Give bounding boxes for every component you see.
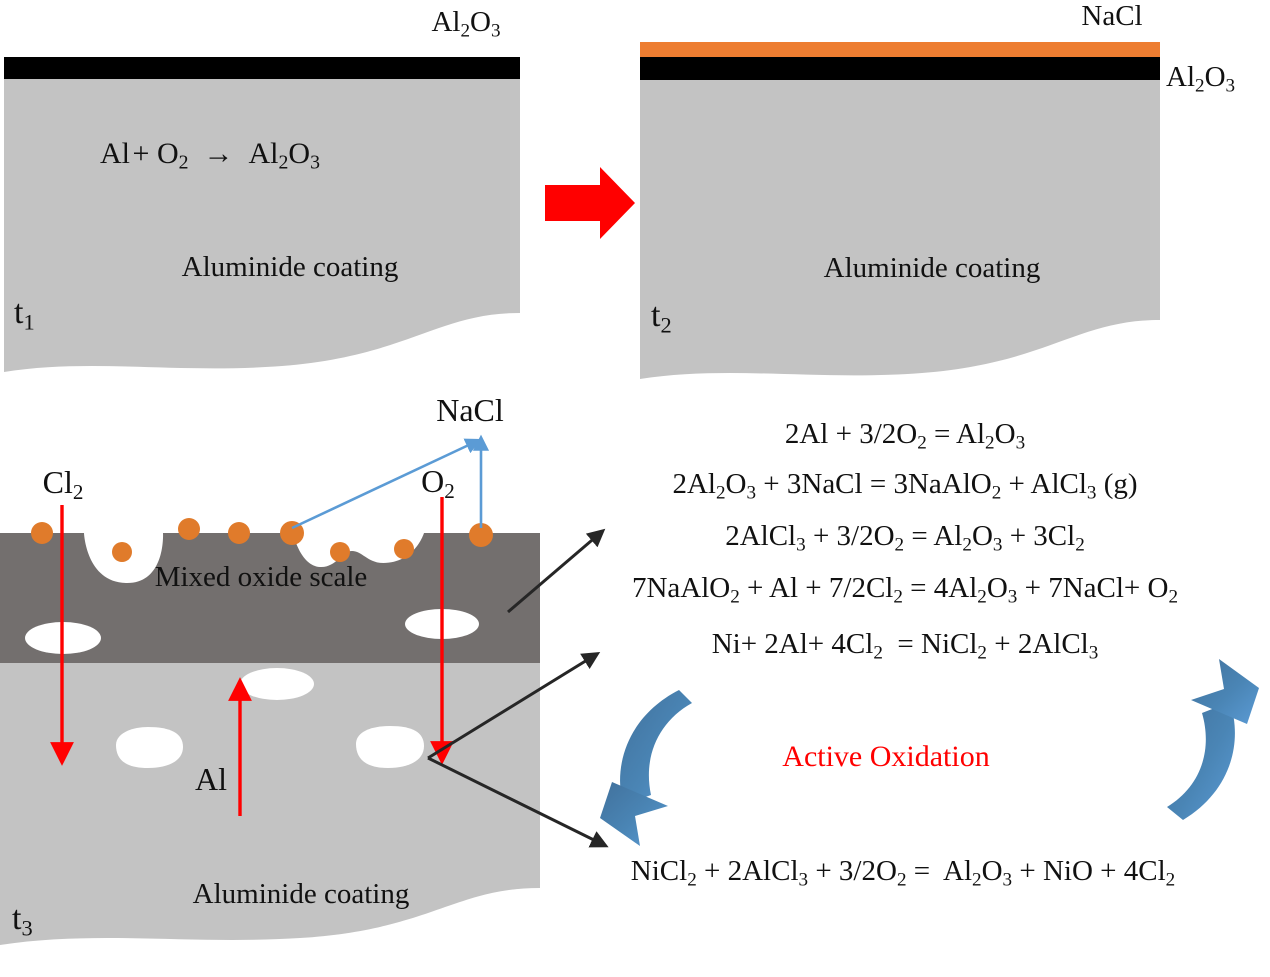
nacl-particle [112, 542, 132, 562]
nacl-particle [228, 522, 250, 544]
t1-aluminide-coating-layer [4, 75, 520, 372]
t3-o2-label: O2 [421, 463, 455, 503]
scale-pore [240, 668, 314, 700]
equation-4: 7NaAlO2 + Al + 7/2Cl2 = 4Al2O3 + 7NaCl+ … [631, 572, 1179, 608]
t2-aluminide-coating-layer [640, 78, 1160, 379]
t3-cl2-label: Cl2 [42, 464, 84, 504]
transition-right-arrow-icon [545, 167, 635, 239]
t1-reaction-equation: Al + O2 → Al2O3 [100, 137, 320, 174]
panel-t1-graphic [4, 57, 520, 372]
panel-t3-graphic [0, 434, 540, 945]
nacl-particle [178, 518, 200, 540]
nacl-particle [394, 539, 414, 559]
nacl-particle-group [31, 518, 493, 562]
nacl-particle [31, 522, 53, 544]
t1-substrate-label: Aluminide coating [181, 251, 399, 283]
callout-arrow-group [427, 528, 609, 848]
active-oxidation-cycle-icon [600, 659, 1259, 846]
t3-time-label: t3 [12, 900, 33, 941]
t3-nacl-label: NaCl [436, 392, 504, 428]
t3-scale-label: Mixed oxide scale [154, 561, 368, 593]
equation-2: 2Al2O3 + 3NaCl = 3NaAlO2 + AlCl3 (g) [672, 468, 1138, 504]
curved-arrow-down-icon [620, 690, 692, 805]
nacl-particle [330, 542, 350, 562]
callout-arrow-middle [427, 651, 601, 760]
active-oxidation-label: Active Oxidation [782, 740, 990, 773]
t3-substrate-label: Aluminide coating [192, 878, 410, 910]
t1-time-label: t1 [14, 294, 35, 335]
callout-arrow-bottom [427, 756, 609, 848]
t2-time-label: t2 [651, 297, 672, 338]
equation-3: 2AlCl3 + 3/2O2 = Al2O3 + 3Cl2 [725, 520, 1085, 556]
equation-5: Ni+ 2Al+ 4Cl2 = NiCl2 + 2AlCl3 [711, 628, 1099, 664]
curved-arrow-down-head [600, 782, 668, 846]
callout-arrow-top [507, 528, 606, 614]
scale-pore [356, 726, 424, 768]
t1-alumina-label: Al2O3 [431, 6, 501, 42]
scale-pore [116, 727, 183, 768]
t3-al-label: Al [195, 761, 227, 797]
t2-nacl-layer [640, 42, 1160, 57]
panel-t2-graphic [640, 42, 1160, 379]
equation-1: 2Al + 3/2O2 = Al2O3 [784, 418, 1026, 454]
t2-alumina-label: Al2O3 [1166, 61, 1236, 97]
t2-alumina-layer [640, 56, 1160, 80]
nacl-particle [280, 521, 304, 545]
t2-nacl-label: NaCl [1081, 0, 1143, 32]
t3-mixed-oxide-scale-layer [0, 533, 540, 663]
t2-substrate-label: Aluminide coating [823, 252, 1041, 284]
curved-arrow-up-icon [1167, 702, 1235, 820]
nacl-evaporation-arrow-diagonal [291, 438, 482, 530]
nacl-particle [469, 523, 493, 547]
equation-6: NiCl2 + 2AlCl3 + 3/2O2 = Al2O3 + NiO + 4… [630, 855, 1176, 891]
curved-arrow-up-head [1191, 659, 1259, 724]
t1-alumina-layer [4, 57, 520, 79]
